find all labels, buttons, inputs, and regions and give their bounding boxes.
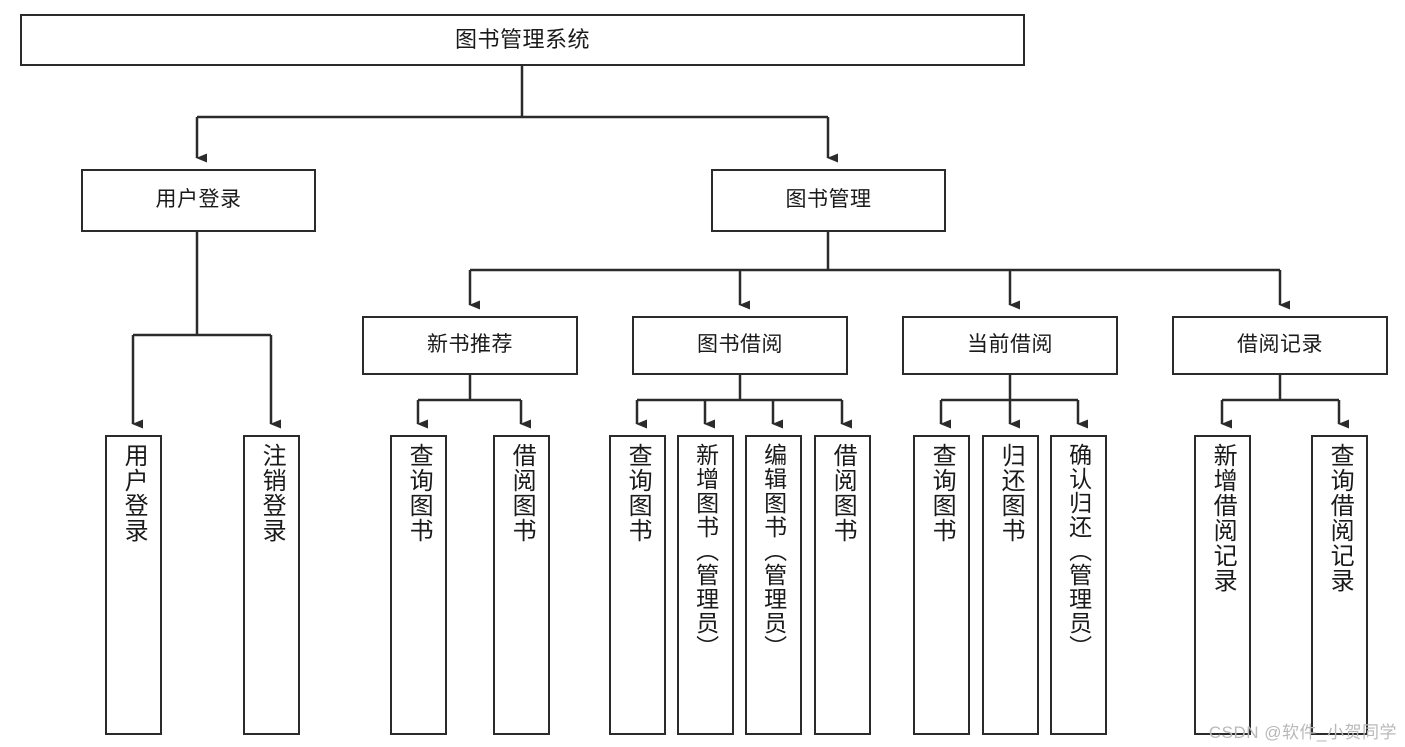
leaf-borrow-edit-book-admin[interactable]: 编辑图书（管理员） xyxy=(745,435,802,735)
node-label: 新增图书（管理员） xyxy=(692,443,719,659)
node-label: 编辑图书（管理员） xyxy=(760,443,787,659)
node-book-management[interactable]: 图书管理 xyxy=(711,169,946,232)
node-label: 当前借阅 xyxy=(967,333,1053,357)
node-label: 图书管理 xyxy=(785,188,872,212)
node-label: 用户登录 xyxy=(155,188,242,212)
node-label: 新增借阅记录 xyxy=(1209,443,1237,593)
node-book-borrow[interactable]: 图书借阅 xyxy=(632,316,848,375)
node-label: 用户登录 xyxy=(120,443,148,543)
leaf-current-confirm-return-admin[interactable]: 确认归还（管理员） xyxy=(1050,435,1107,735)
node-new-book-recommend[interactable]: 新书推荐 xyxy=(362,316,578,375)
leaf-recommend-borrow-book[interactable]: 借阅图书 xyxy=(493,435,550,735)
node-label: 新书推荐 xyxy=(427,333,513,357)
leaf-recommend-query-book[interactable]: 查询图书 xyxy=(390,435,447,735)
node-label: 注销登录 xyxy=(258,443,286,543)
node-label: 查询图书 xyxy=(405,443,433,543)
node-label: 查询图书 xyxy=(928,443,956,543)
node-label: 借阅图书 xyxy=(508,443,536,543)
leaf-user-login-login[interactable]: 用户登录 xyxy=(105,435,162,735)
node-label: 归还图书 xyxy=(997,443,1025,543)
node-user-login[interactable]: 用户登录 xyxy=(81,169,316,232)
node-label: 查询图书 xyxy=(624,443,652,543)
leaf-borrow-borrow-book[interactable]: 借阅图书 xyxy=(814,435,871,735)
node-label: 图书管理系统 xyxy=(454,27,590,53)
node-label: 图书借阅 xyxy=(697,333,783,357)
leaf-borrow-add-book-admin[interactable]: 新增图书（管理员） xyxy=(677,435,734,735)
node-root-system[interactable]: 图书管理系统 xyxy=(20,14,1025,66)
node-label: 借阅图书 xyxy=(829,443,857,543)
leaf-current-query-book[interactable]: 查询图书 xyxy=(913,435,970,735)
leaf-current-return-book[interactable]: 归还图书 xyxy=(982,435,1039,735)
leaf-borrow-query-book[interactable]: 查询图书 xyxy=(609,435,666,735)
leaf-record-add-record[interactable]: 新增借阅记录 xyxy=(1194,435,1251,735)
leaf-user-login-logout[interactable]: 注销登录 xyxy=(243,435,300,735)
node-label: 确认归还（管理员） xyxy=(1065,443,1092,659)
leaf-record-query-record[interactable]: 查询借阅记录 xyxy=(1311,435,1368,735)
node-borrow-record[interactable]: 借阅记录 xyxy=(1172,316,1388,375)
csdn-watermark: CSDN @软件_小贺同学 xyxy=(1208,723,1397,742)
node-current-borrow[interactable]: 当前借阅 xyxy=(902,316,1118,375)
node-label: 借阅记录 xyxy=(1237,333,1323,357)
node-label: 查询借阅记录 xyxy=(1326,443,1354,593)
